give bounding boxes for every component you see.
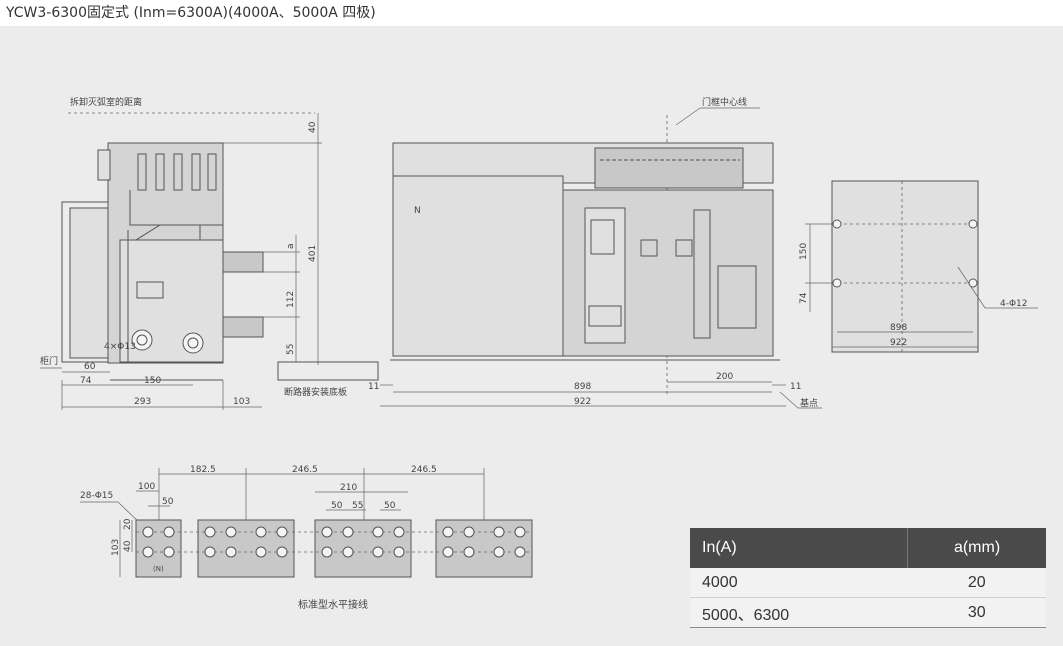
- dim-200: 200: [716, 372, 733, 382]
- front-view: 门框中心线 N 11 200 898 922 11 基点: [368, 96, 822, 409]
- busbar-n-label: (N): [153, 565, 164, 573]
- busbar-dim-210: 210: [340, 483, 357, 493]
- busbar-dim-50-c: 50: [384, 501, 396, 511]
- mount-dim-150: 150: [799, 243, 809, 260]
- dim-103: 103: [233, 397, 250, 407]
- dim-74: 74: [80, 376, 92, 386]
- dim-a: a: [286, 243, 296, 249]
- dim-40: 40: [308, 121, 318, 133]
- busbar-dim-100: 100: [138, 482, 155, 492]
- dim-401: 401: [308, 245, 318, 262]
- dim-898: 898: [574, 382, 591, 392]
- spec-table-header-row: In(A) a(mm): [690, 528, 1046, 568]
- busbar-caption: 标准型水平接线: [298, 598, 368, 611]
- door-center-label: 门框中心线: [702, 96, 747, 108]
- base-plate-label: 断路器安装底板: [284, 386, 347, 398]
- cabinet-door-label: 柜门: [40, 355, 58, 367]
- busbar-dim-246-5-a: 246.5: [292, 465, 318, 475]
- spec-cell-in: 5000、6300: [690, 597, 908, 628]
- mount-dim-898: 898: [890, 323, 907, 333]
- arc-distance-label: 拆卸灭弧室的距离: [70, 96, 142, 108]
- dim-112: 112: [286, 291, 296, 308]
- dim-293: 293: [134, 397, 151, 407]
- table-row: 4000 20: [690, 568, 1046, 598]
- busbar-dim-20: 20: [123, 518, 133, 530]
- title-bar: YCW3-6300固定式 (Inm=6300A)(4000A、5000A 四极): [0, 0, 1063, 26]
- mount-holes-label: 4-Φ12: [1000, 299, 1028, 309]
- busbar-holes: [142, 526, 526, 558]
- dim-922: 922: [574, 397, 591, 407]
- mount-dim-922: 922: [890, 338, 907, 348]
- front-n-label: N: [414, 206, 421, 216]
- spec-cell-in: 4000: [690, 568, 908, 598]
- spec-header-a: a(mm): [907, 528, 1046, 568]
- holes-4-phi13: 4×Φ13: [104, 342, 136, 352]
- dim-11-right: 11: [790, 382, 801, 392]
- busbar-dim-182-5: 182.5: [190, 465, 216, 475]
- page-title: YCW3-6300固定式 (Inm=6300A)(4000A、5000A 四极): [6, 5, 376, 21]
- dim-11-left: 11: [368, 382, 379, 392]
- dim-55: 55: [286, 344, 296, 355]
- busbar-dim-50-b: 50: [331, 501, 343, 511]
- busbar-dim-103: 103: [111, 539, 121, 556]
- dim-150: 150: [144, 376, 161, 386]
- busbar-dim-246-5-b: 246.5: [411, 465, 437, 475]
- busbar-dim-55: 55: [352, 501, 363, 511]
- table-row: 5000、6300 30: [690, 597, 1046, 628]
- spec-cell-a: 20: [907, 568, 1046, 598]
- spec-header-in: In(A): [690, 528, 908, 568]
- busbar-dim-50-a: 50: [162, 497, 174, 507]
- spec-table: In(A) a(mm) 4000 20 5000、6300 30: [690, 528, 1046, 628]
- busbar-dim-40: 40: [123, 540, 133, 552]
- spec-cell-a: 30: [907, 597, 1046, 628]
- busbar-holes-label: 28-Φ15: [80, 491, 113, 501]
- side-view: 拆卸灭弧室的距离 40 401 a 112 55: [40, 96, 379, 410]
- dim-60: 60: [84, 362, 96, 372]
- mount-dim-74: 74: [799, 292, 809, 304]
- busbar-view: 182.5 246.5 246.5 28-Φ15 100 50 210 50 5…: [80, 465, 533, 611]
- base-point-label: 基点: [800, 397, 818, 409]
- mounting-view: 150 74 4-Φ12 898 922: [799, 180, 1038, 353]
